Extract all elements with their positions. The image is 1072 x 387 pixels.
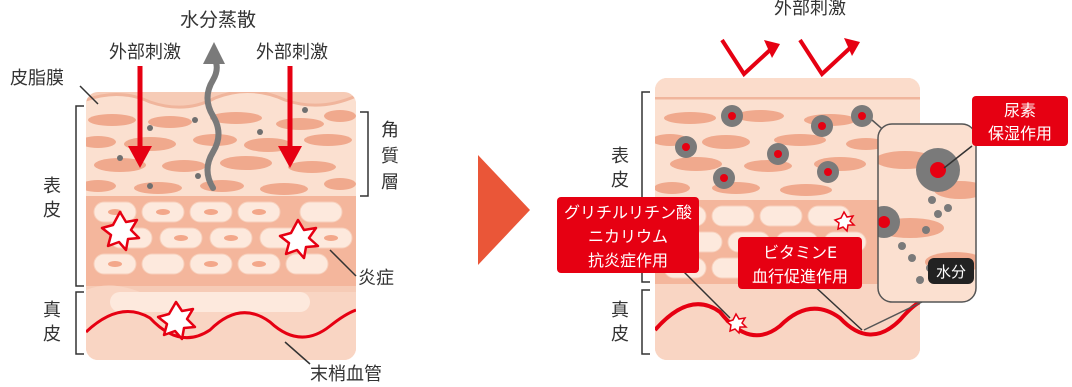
capillary-vessel-left	[86, 308, 356, 340]
label-dermis-2: 皮	[43, 324, 61, 345]
label-epidermis-2: 皮	[43, 200, 61, 221]
label-dermis-1: 真	[43, 300, 61, 321]
capillary-vessel-right	[655, 300, 920, 338]
label-vitamin-e-2: 血行促進作用	[752, 267, 848, 286]
label-inflammation: 炎症	[358, 268, 394, 289]
label-epidermis-1: 表	[43, 176, 61, 197]
urea-molecule-icon	[675, 105, 873, 189]
transition-arrow-icon	[478, 155, 530, 265]
label-r-dermis-1: 真	[611, 300, 629, 321]
label-stimulus-right: 外部刺激	[256, 42, 328, 63]
stimulus-arrow-icon	[128, 66, 302, 168]
left-skin-panel: 水分蒸散 外部刺激 外部刺激 皮脂膜 表 皮 角 質 層 炎症 真 皮 末梢血管	[10, 9, 399, 385]
label-sebum-film: 皮脂膜	[10, 68, 64, 89]
label-stratum-3: 層	[381, 172, 399, 193]
right-skin-panel: グリチルリチン酸 ニカリウム 抗炎症作用 ビタミンE 血行促進作用 尿素 保湿作…	[557, 0, 1068, 360]
label-r-epidermis-2: 皮	[611, 170, 629, 191]
label-capillary: 末梢血管	[310, 364, 382, 385]
label-glycyrrhizin-1: グリチルリチン酸	[564, 203, 692, 222]
label-r-epidermis-1: 表	[611, 146, 629, 167]
stimulus-bounce-icon	[720, 38, 852, 78]
label-stratum-2: 質	[381, 146, 399, 167]
label-vitamin-e-1: ビタミンE	[763, 243, 837, 262]
left-brackets	[75, 85, 369, 365]
label-urea-2: 保湿作用	[988, 124, 1052, 143]
label-water: 水分	[936, 263, 966, 281]
label-urea-1: 尿素	[1004, 101, 1036, 120]
evaporation-arrow-icon	[203, 42, 225, 191]
vitamin-e-badge: ビタミンE 血行促進作用	[738, 237, 862, 289]
glycyrrhizin-badge: グリチルリチン酸 ニカリウム 抗炎症作用	[557, 197, 699, 273]
label-stimulus-left: 外部刺激	[109, 42, 181, 63]
label-glycyrrhizin-3: 抗炎症作用	[588, 251, 668, 270]
label-r-dermis-2: 皮	[611, 324, 629, 345]
label-glycyrrhizin-2: ニカリウム	[588, 227, 668, 246]
label-evaporation: 水分蒸散	[180, 9, 256, 31]
calmed-inflammation-icon	[725, 210, 856, 335]
urea-badge: 尿素 保湿作用	[943, 96, 1068, 169]
inflammation-star-icon	[100, 210, 320, 341]
zoom-callout	[863, 119, 977, 331]
label-stimulus-right-panel: 外部刺激	[774, 0, 846, 19]
water-badge: 水分	[928, 258, 974, 284]
label-stratum-1: 角	[381, 120, 399, 141]
